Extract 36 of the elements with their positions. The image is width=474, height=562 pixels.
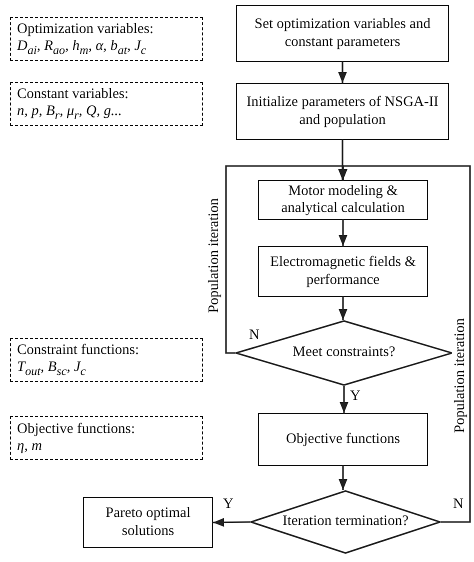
arrow (338, 297, 348, 320)
arrow (338, 62, 347, 83)
dashed-note-box (10, 416, 203, 460)
dashed-note-box (10, 82, 203, 126)
arrow (338, 220, 348, 246)
node-label: Objective functions (286, 430, 400, 448)
loop-label: Population iteration (451, 318, 468, 432)
node-label: Pareto optimal solutions (104, 505, 192, 540)
process-box (258, 246, 428, 297)
node-label: Set optimization variables and constant parameters (254, 16, 432, 51)
loop-label: Population iteration (205, 198, 222, 312)
variable-list: η, m (17, 438, 42, 456)
node-label: Initialize parameters of NSGA-II and population (245, 94, 440, 129)
node-label: Electromagnetic fields & performance (269, 254, 417, 289)
note-heading: Constant variables: (17, 86, 129, 103)
decision-diamond (250, 490, 441, 554)
arrow (340, 386, 348, 413)
process-box (236, 5, 449, 62)
dashed-note-box (10, 17, 203, 61)
variable-list: D$_{ai}$, R$_{ao}$, h$_{m}$, α, b$_{at}$, J$_{c}$ (17, 38, 146, 58)
arrow (338, 466, 348, 490)
node-label: Iteration termination? (282, 513, 409, 531)
variable-list: T$_{out}$, B$_{sc}$, J$_{c}$ (17, 359, 86, 378)
node-label: Meet constraints? (292, 344, 396, 362)
dashed-note-box (10, 338, 203, 382)
process-box (258, 413, 428, 466)
arrow (212, 518, 250, 527)
node-label: Motor modeling & analytical calculation (280, 182, 406, 218)
variable-list: n, p, B$_{r}$, μ$_{r}$, Q, g... (17, 103, 122, 122)
process-box (258, 180, 428, 220)
process-box (83, 497, 213, 548)
note-heading: Constraint functions: (17, 342, 140, 359)
note-heading: Optimization variables: (17, 20, 154, 38)
decision-diamond (235, 320, 453, 386)
note-heading: Objective functions: (17, 420, 135, 438)
process-box (236, 83, 449, 140)
